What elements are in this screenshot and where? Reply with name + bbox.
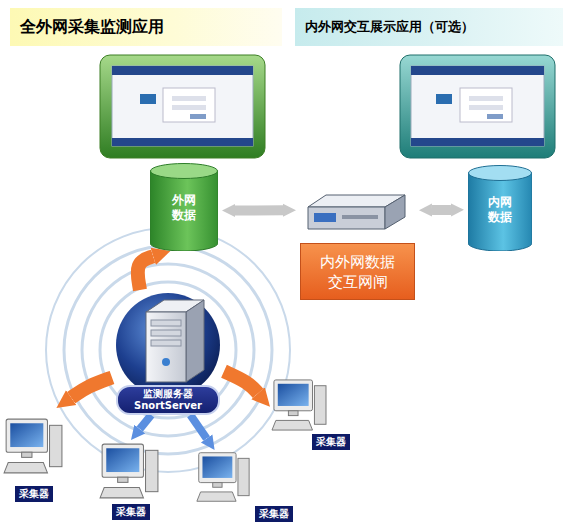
server-node: 监测服务器 SnortServer	[112, 290, 224, 415]
globe	[116, 293, 220, 397]
server-icon	[112, 290, 224, 385]
collector-node: 采集器	[195, 450, 293, 522]
collector-label: 采集器	[112, 504, 150, 520]
header-band: 全外网采集监测应用	[10, 8, 282, 46]
flow-arrow	[138, 256, 153, 290]
server-label: 监测服务器 SnortServer	[116, 385, 220, 415]
flow-arrow	[140, 415, 151, 429]
collector-node: 采集器	[270, 378, 350, 450]
flow-arrow	[235, 205, 283, 215]
flow-arrow	[71, 378, 112, 398]
flow-arrow	[190, 415, 206, 438]
database-label: 外网 数据	[170, 193, 198, 223]
flow-arrow	[224, 371, 258, 393]
collector-label: 采集器	[312, 434, 350, 450]
flow-arrow	[432, 205, 451, 215]
gateway-label: 内外网数据 交互网闸	[318, 252, 398, 292]
collector-label: 采集器	[15, 486, 53, 502]
monitor-right	[400, 55, 555, 158]
header-band: 内外网交互展示应用（可选）	[295, 8, 563, 46]
collector-node: 采集器	[2, 408, 66, 502]
database-label: 内网 数据	[486, 195, 514, 225]
computer-icon	[98, 440, 160, 502]
header-title: 全外网采集监测应用	[20, 8, 164, 46]
gateway-device	[300, 185, 415, 241]
database-cylinder: 内网 数据	[468, 165, 532, 251]
header-title: 内外网交互展示应用（可选）	[305, 8, 474, 46]
gateway-label-box: 内外网数据 交互网闸	[300, 243, 415, 300]
computer-icon	[195, 450, 251, 504]
database-cylinder: 外网 数据	[150, 163, 218, 251]
signal-rings	[46, 228, 290, 472]
computer-icon	[2, 408, 64, 484]
collector-label: 采集器	[255, 506, 293, 522]
gateway-box: 内外网数据 交互网闸	[300, 185, 415, 300]
monitor-left	[100, 55, 265, 158]
computer-icon	[270, 378, 328, 432]
collector-node: 采集器	[98, 440, 164, 520]
